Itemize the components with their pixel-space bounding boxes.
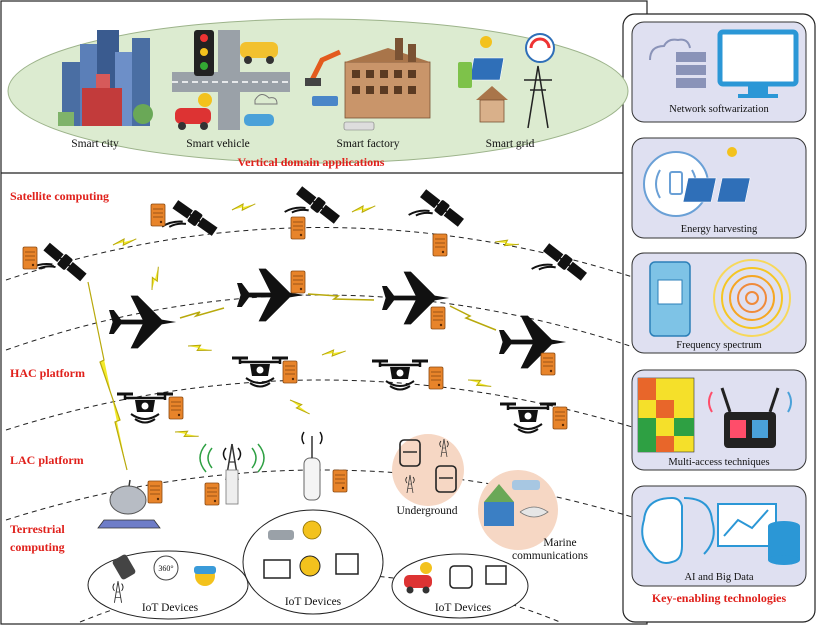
marine-icon xyxy=(484,480,549,526)
frequency-spectrum-icon xyxy=(649,259,791,337)
iot-label-3: IoT Devices xyxy=(435,602,492,614)
multi-access-icon xyxy=(637,377,792,453)
server-icon xyxy=(432,233,448,257)
vertical-domain-title: Vertical domain applications xyxy=(238,155,385,169)
network-softwarization-icon xyxy=(649,29,799,98)
applications-ellipse xyxy=(7,18,629,164)
energy-harvesting-icon xyxy=(643,147,751,217)
server-icon xyxy=(290,216,306,240)
server-icon xyxy=(204,482,220,506)
tech-label-multi-access: Multi-access techniques xyxy=(668,457,769,468)
layer-label-hac: HAC platform xyxy=(10,366,85,380)
app-label-smart-grid: Smart grid xyxy=(486,138,535,150)
tech-label-network-softwarization: Network softwarization xyxy=(669,104,769,115)
tech-label-frequency-spectrum: Frequency spectrum xyxy=(676,340,761,351)
airplane-icon xyxy=(109,295,177,349)
server-icon xyxy=(282,360,298,384)
server-icon xyxy=(540,352,556,376)
satellite-ground-link xyxy=(87,281,128,471)
tech-label-energy-harvesting: Energy harvesting xyxy=(681,224,758,235)
iot-label-2: IoT Devices xyxy=(285,596,342,608)
server-icon xyxy=(168,396,184,420)
layer-label-lac: LAC platform xyxy=(10,453,84,467)
server-icon xyxy=(428,366,444,390)
underground-label: Underground xyxy=(396,505,457,517)
server-icon xyxy=(290,270,306,294)
router-icon xyxy=(301,431,323,501)
server-icon xyxy=(22,246,38,270)
iot-device-icons xyxy=(263,520,359,579)
tech-label-ai-big-data: AI and Big Data xyxy=(684,572,753,583)
iot-label-1: IoT Devices xyxy=(142,602,199,614)
link-bolt-icon xyxy=(350,203,377,215)
server-icon xyxy=(552,406,568,430)
server-icon xyxy=(332,469,348,493)
underground-circle xyxy=(392,434,464,506)
airplane-icon xyxy=(499,315,567,369)
server-icon xyxy=(147,480,163,504)
vr-360-badge: 360° xyxy=(158,564,173,573)
link-bolt-icon xyxy=(321,348,347,358)
drone-icon xyxy=(115,392,175,424)
link-bolt-icon xyxy=(147,265,163,292)
drone-icon xyxy=(370,359,430,391)
satellite-icon xyxy=(529,240,590,299)
drone-icon xyxy=(498,402,558,434)
link-bolt-icon xyxy=(288,396,312,418)
layer-label-satellite: Satellite computing xyxy=(10,189,109,203)
smart-vehicle-icon xyxy=(172,30,290,130)
key-enabling-title: Key-enabling technologies xyxy=(652,591,787,605)
satellite-icon xyxy=(159,197,220,255)
drone-icon xyxy=(230,356,290,388)
link-bolt-icon xyxy=(230,201,257,213)
plane-links xyxy=(179,293,497,331)
app-label-smart-vehicle: Smart vehicle xyxy=(186,138,250,150)
link-bolt-icon xyxy=(173,427,200,441)
cell-tower-icon xyxy=(199,443,265,505)
marine-label-2: communications xyxy=(512,550,589,562)
layer-label-terrestrial-2: computing xyxy=(10,540,65,554)
server-icon xyxy=(150,203,166,227)
satellite-icon xyxy=(28,240,89,299)
iot-device-icons xyxy=(404,562,507,594)
layer-label-terrestrial-1: Terrestrial xyxy=(10,522,65,536)
satellite-dish-icon xyxy=(97,479,161,529)
app-label-smart-city: Smart city xyxy=(71,138,119,150)
ai-big-data-icon xyxy=(641,496,800,565)
metro-icon xyxy=(399,438,457,494)
app-label-smart-factory: Smart factory xyxy=(337,138,400,150)
smart-city-icon xyxy=(58,30,153,126)
smart-factory-icon xyxy=(305,38,431,131)
iot-device-icons: 360° xyxy=(112,554,216,604)
marine-label-1: Marine xyxy=(543,537,576,549)
link-bolt-icon xyxy=(111,236,138,248)
smart-grid-icon xyxy=(458,33,555,129)
server-icon xyxy=(430,306,446,330)
link-bolt-icon xyxy=(466,375,493,391)
link-bolt-icon xyxy=(186,341,213,355)
